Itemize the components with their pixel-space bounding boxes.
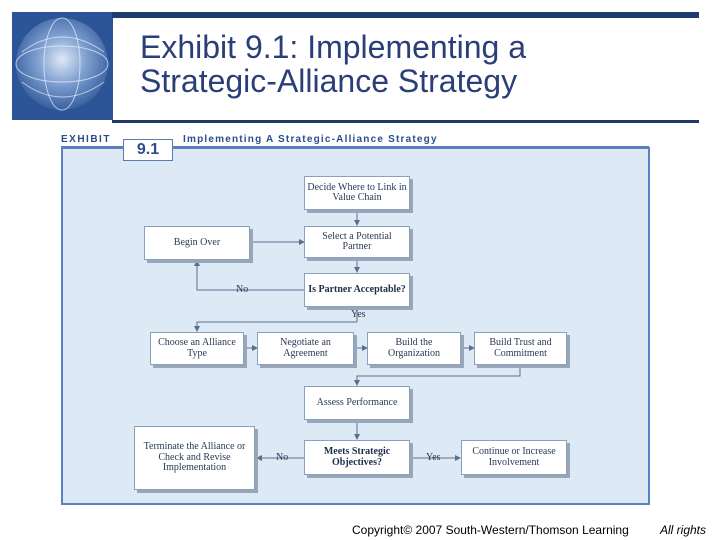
label-yes-objectives: Yes — [426, 452, 441, 463]
node-assess-performance: Assess Performance — [304, 386, 410, 420]
node-decide-where-to-link: Decide Where to Link in Value Chain — [304, 176, 410, 210]
copyright-text: Copyright© 2007 South-Western/Thomson Le… — [352, 523, 629, 537]
label-no-partner: No — [236, 284, 249, 295]
header-bottom-bar — [112, 120, 699, 123]
exhibit-number: 9.1 — [123, 139, 173, 161]
node-continue-involvement: Continue or Increase Involvement — [461, 440, 567, 475]
edge-trust-assess — [354, 365, 521, 386]
label-no-objectives: No — [276, 452, 289, 463]
globe-logo-icon — [12, 12, 113, 120]
exhibit-caption: Implementing A Strategic-Alliance Strate… — [183, 134, 438, 145]
node-terminate-or-revise: Terminate the Alliance or Check and Revi… — [134, 426, 255, 490]
slide-title-line-2: Strategic-Alliance Strategy — [140, 63, 518, 99]
label-yes-partner: Yes — [351, 309, 366, 320]
exhibit-label: EXHIBIT — [61, 134, 111, 145]
node-build-trust: Build Trust and Commitment — [474, 332, 567, 365]
exhibit-rule — [61, 146, 649, 147]
rights-text: All rights — [660, 523, 707, 537]
node-begin-over: Begin Over — [144, 226, 250, 260]
node-select-partner: Select a Potential Partner — [304, 226, 410, 258]
node-is-partner-acceptable: Is Partner Acceptable? — [304, 273, 410, 307]
edge-yes-to-choose — [194, 321, 357, 332]
node-negotiate-agreement: Negotiate an Agreement — [257, 332, 354, 365]
node-choose-alliance-type: Choose an Alliance Type — [150, 332, 244, 365]
slide-title-line-1: Exhibit 9.1: Implementing a — [140, 29, 526, 65]
node-build-organization: Build the Organization — [367, 332, 461, 365]
edge-acceptable-no — [194, 260, 304, 291]
node-meets-strategic-objectives: Meets Strategic Objectives? — [304, 440, 410, 475]
slide-title: Exhibit 9.1: Implementing a Strategic-Al… — [140, 30, 700, 98]
header-top-bar — [112, 12, 699, 18]
